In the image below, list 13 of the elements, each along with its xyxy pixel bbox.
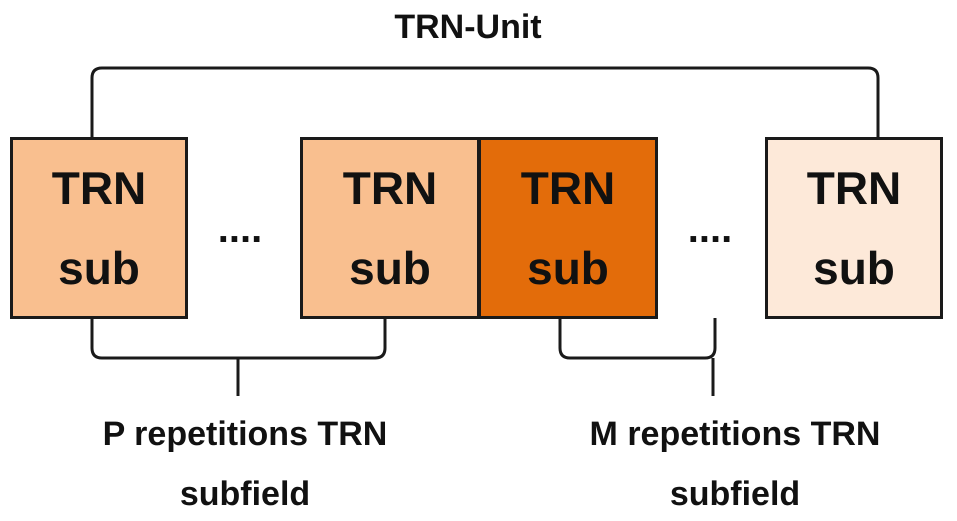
field-label: TRN sub — [806, 161, 902, 296]
field-label: TRN sub — [50, 161, 148, 296]
bracket-label: M repetitions TRN subfield — [588, 414, 882, 515]
field-box — [765, 137, 943, 319]
field-label: TRN sub — [520, 161, 616, 296]
field-box — [10, 137, 188, 319]
bracket-label: P repetitions TRN subfield — [102, 414, 388, 515]
field-box — [478, 137, 658, 319]
ellipsis: .... — [686, 206, 734, 253]
field-box — [300, 137, 480, 319]
ellipsis: .... — [216, 206, 264, 253]
title: TRN-Unit — [393, 8, 543, 47]
field-label: TRN sub — [342, 161, 438, 296]
